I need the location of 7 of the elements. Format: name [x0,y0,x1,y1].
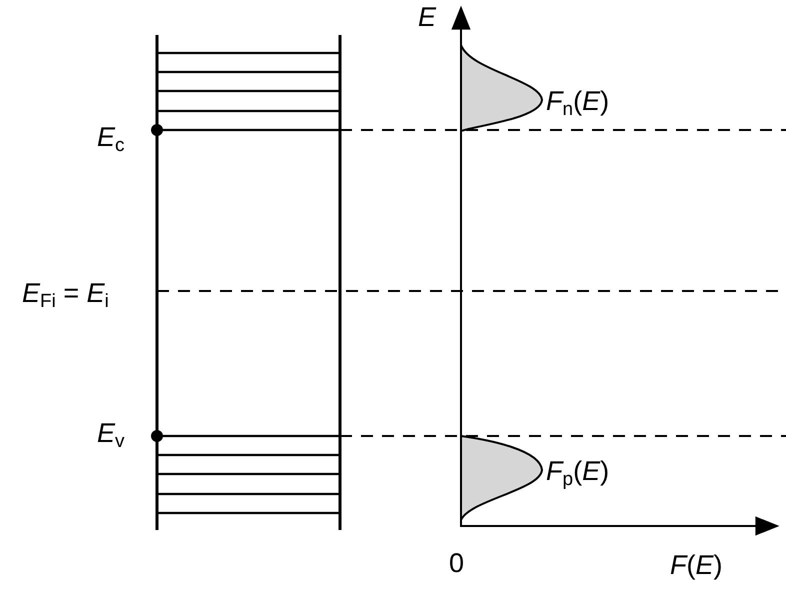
axis-tick-label: 0 [449,548,464,578]
curve-label: F$_{n}$(E) [546,86,610,116]
energy-level-label: E$_{v}$ [97,418,125,448]
energy-level-label: E$_{c}$ [97,122,125,152]
axis-label: F(E) [670,550,723,580]
axis-label: E [418,2,436,32]
energy-level-label: E$_{Fi}$ = E$_{i}$ [22,278,109,308]
